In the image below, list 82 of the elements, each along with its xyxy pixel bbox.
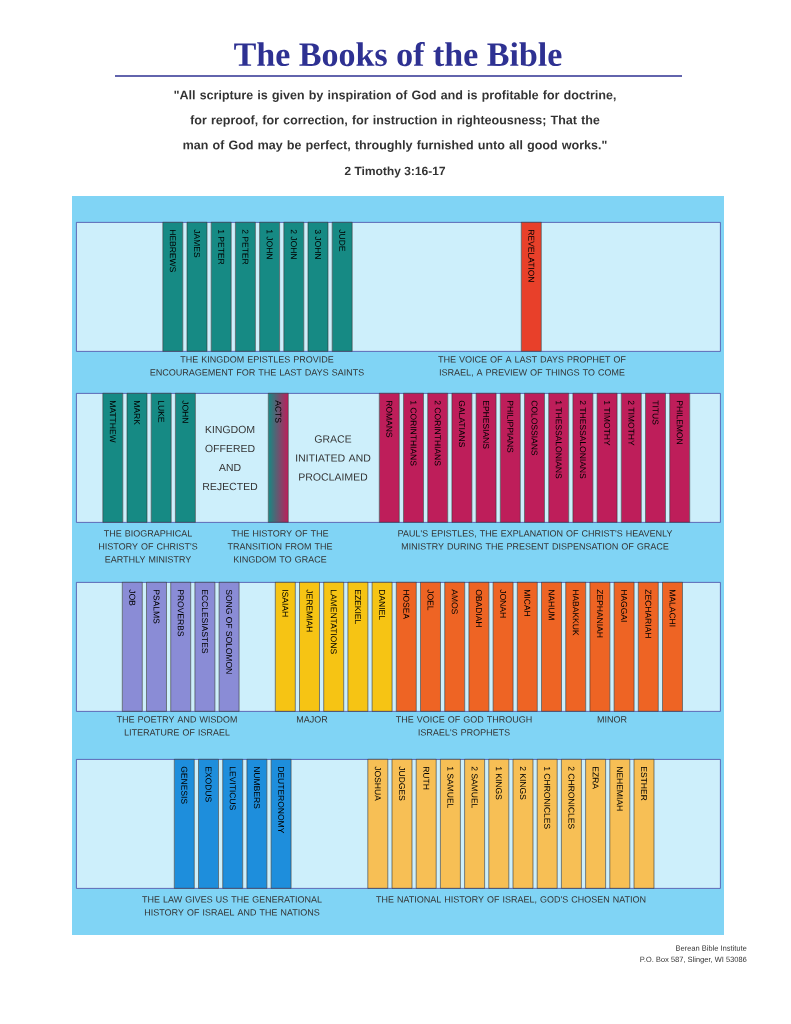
book-spine: 1 CHRONICLES: [536, 759, 558, 889]
book-spine: ISAIAH: [275, 582, 296, 712]
book-spine: JOHN: [175, 393, 196, 523]
book-spine: 1 JOHN: [259, 222, 280, 352]
book-spine: 1 PETER: [210, 222, 232, 352]
book-spine: EZRA: [585, 759, 606, 889]
group-caption: THE LAW GIVES US THE GENERATIONAL HISTORY OF ISRAEL AND THE NATIONS: [142, 896, 322, 916]
book-spine: JUDGES: [391, 759, 413, 889]
book-spine: AMOS: [444, 582, 465, 712]
book-spine: MARK: [126, 393, 148, 523]
book-spine: 2 CHRONICLES: [561, 759, 582, 889]
book-spine: RUTH: [415, 759, 437, 889]
title-text: The Books of the Bible: [234, 41, 562, 67]
book-spine: PHILIPPIANS: [500, 393, 521, 523]
book-spine: 1 TIMOTHY: [596, 393, 618, 523]
book-spine: 2 CORINTHIANS: [427, 393, 448, 523]
shelf-note: KINGDOM OFFERED AND REJECTED: [203, 425, 258, 491]
group-caption: THE HISTORY OF THE TRANSITION FROM THE KINGDOM TO GRACE: [227, 530, 333, 563]
book-spine: NAHUM: [541, 582, 562, 712]
book-spine: JONAH: [492, 582, 514, 712]
book-spine: LUKE: [150, 393, 172, 523]
book-spine: 2 TIMOTHY: [621, 393, 642, 523]
book-spine: ECCLESIASTES: [194, 582, 216, 712]
group-caption: THE VOICE OF A LAST DAYS PROPHET OF ISRAEL, A PREVIEW OF THINGS TO COME: [438, 356, 626, 377]
book-spine: 2 SAMUEL: [464, 759, 485, 889]
book-spine: ESTHER: [633, 759, 655, 889]
group-caption: PAUL'S EPISTLES, THE EXPLANATION OF CHRIST'S HEAVENLY MINISTRY DURING THE PRESENT DISPENSATION OF GRACE: [398, 530, 673, 550]
group-caption: THE POETRY AND WISDOM LITERATURE OF ISRAEL: [116, 716, 237, 736]
book-spine: 2 JOHN: [283, 222, 305, 352]
group-caption: THE KINGDOM EPISTLES PROVIDE ENCOURAGEMENT FOR THE LAST DAYS SAINTS: [150, 356, 364, 376]
book-spine: GENESIS: [174, 759, 195, 889]
book-spine: ZEPHANIAH: [589, 582, 611, 712]
book-spine: JUDE: [331, 222, 353, 352]
book-spine: REVELATION: [521, 222, 542, 352]
book-spine: SONG OF SOLOMON: [218, 582, 240, 712]
book-spine: NEHEMIAH: [609, 759, 631, 889]
quotation-text: "All scripture is given by inspiration of God and is profitable for doctrine, for reproof, for correction, for instruction in righteousness; That the man of God may be perfect, throughly furnished unto all good works.": [174, 90, 616, 152]
book-spine: PROVERBS: [170, 582, 191, 712]
book-spine: OBADIAH: [468, 582, 490, 712]
book-spine: 2 THESSALONIANS: [572, 393, 594, 523]
group-caption: MAJOR: [297, 716, 328, 723]
book-spine: EPHESIANS: [475, 393, 497, 523]
book-spine: HEBREWS: [162, 222, 184, 352]
book-spine: 3 JOHN: [307, 222, 329, 352]
book-spine: 1 CORINTHIANS: [403, 393, 424, 523]
book-spine: JOSHUA: [367, 759, 389, 889]
book-spine: ZECHARIAH: [638, 582, 659, 712]
book-spine: COLOSSIANS: [524, 393, 545, 523]
book-spine: HABAKKUK: [565, 582, 586, 712]
group-caption: THE NATIONAL HISTORY OF ISRAEL, GOD'S CHOSEN NATION: [376, 896, 646, 904]
book-spine: PHILEMON: [669, 393, 690, 523]
book-spine: 1 KINGS: [488, 759, 510, 889]
book-spine: DANIEL: [371, 582, 393, 712]
book-spine: MATTHEW: [102, 393, 124, 523]
book-spine: 2 PETER: [235, 222, 256, 352]
book-spine: 1 SAMUEL: [440, 759, 461, 889]
book-spine: NUMBERS: [246, 759, 268, 889]
book-spine: JEREMIAH: [299, 582, 320, 712]
shelf-note: GRACE INITIATED AND PROCLAIMED: [296, 435, 371, 481]
group-caption: THE BIOGRAPHICAL HISTORY OF CHRIST'S EARTHLY MINISTRY: [99, 530, 198, 563]
book-spine: ACTS: [268, 393, 289, 523]
book-spine: LAMENTATIONS: [323, 582, 344, 712]
book-spine: JOEL: [420, 582, 441, 712]
book-spine: HAGGAI: [613, 582, 635, 712]
book-spine: 2 KINGS: [512, 759, 534, 889]
book-spine: MICAH: [517, 582, 538, 712]
book-spine: EXODUS: [198, 759, 219, 889]
book-spine: ROMANS: [379, 393, 400, 523]
book-spine: LEVITICUS: [222, 759, 243, 889]
book-spine: PSALMS: [146, 582, 167, 712]
book-spine: TITUS: [645, 393, 666, 523]
book-spine: JAMES: [186, 222, 208, 352]
book-spine: HOSEA: [396, 582, 417, 712]
book-spine: MALACHI: [662, 582, 683, 712]
group-caption: THE VOICE OF GOD THROUGH ISRAEL'S PROPHETS: [395, 716, 532, 736]
group-caption: MINOR: [597, 716, 627, 723]
book-spine: 1 THESSALONIANS: [548, 393, 569, 523]
book-spine: JOB: [122, 582, 143, 712]
book-spine: GALATIANS: [451, 393, 473, 523]
book-spine: EZEKIEL: [347, 582, 369, 712]
reference-text: 2 Timothy 3:16-17: [344, 166, 446, 178]
book-spine: DEUTERONOMY: [270, 759, 292, 889]
